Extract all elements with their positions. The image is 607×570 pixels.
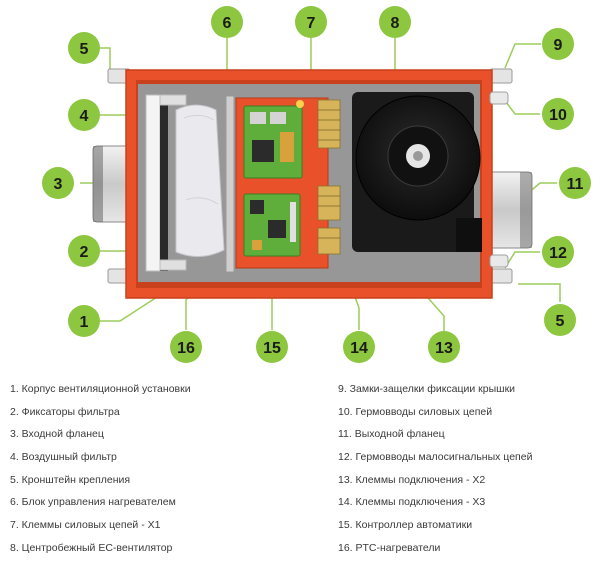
leader-line-10 <box>502 97 540 115</box>
legend-item: 7. Клеммы силовых цепей - X1 <box>10 519 161 532</box>
cable-glands <box>489 91 509 268</box>
callout-12: 12 <box>542 236 574 268</box>
callout-5a: 5 <box>68 32 100 64</box>
callout-13: 13 <box>428 331 460 363</box>
svg-text:13: 13 <box>435 340 453 357</box>
leader-line-12 <box>504 251 540 269</box>
callout-14: 14 <box>343 331 375 363</box>
legend-item: 13. Клеммы подключения - X2 <box>338 473 486 486</box>
callout-1: 1 <box>68 305 100 337</box>
callout-7: 7 <box>295 6 327 38</box>
terminal-block-x1 <box>317 99 341 149</box>
leader-line-5b <box>518 283 561 302</box>
svg-text:12: 12 <box>549 245 567 262</box>
svg-text:10: 10 <box>549 107 567 124</box>
outlet-flange <box>485 171 533 249</box>
leader-line-5a <box>100 47 122 71</box>
terminal-block-x2 <box>317 185 341 221</box>
callout-6: 6 <box>211 6 243 38</box>
svg-text:15: 15 <box>263 340 281 357</box>
callout-4: 4 <box>68 99 100 131</box>
callout-16: 16 <box>170 331 202 363</box>
svg-text:9: 9 <box>554 37 563 54</box>
callout-11: 11 <box>559 167 591 199</box>
svg-text:8: 8 <box>391 15 400 32</box>
svg-text:14: 14 <box>350 340 368 357</box>
legend: 1. Корпус вентиляционной установки 2. Фи… <box>0 378 607 570</box>
legend-item: 8. Центробежный ЕС-вентилятор <box>10 541 173 554</box>
legend-item: 1. Корпус вентиляционной установки <box>10 383 191 395</box>
legend-item: 11. Выходной фланец <box>338 428 445 441</box>
legend-column-right: 9. Замки-защелки фиксации крышки 10. Гер… <box>338 378 532 560</box>
terminal-strip-lines <box>318 109 340 239</box>
terminal-block-x3 <box>317 227 341 255</box>
legend-item: 10. Гермовводы силовых цепей <box>338 405 493 418</box>
legend-item: 2. Фиксаторы фильтра <box>10 405 120 418</box>
terminal-strips <box>317 99 341 255</box>
svg-text:6: 6 <box>223 15 232 32</box>
svg-text:5: 5 <box>80 41 89 58</box>
svg-text:11: 11 <box>567 176 584 193</box>
svg-text:16: 16 <box>177 340 195 357</box>
callout-5b: 5 <box>544 304 576 336</box>
legend-item: 6. Блок управления нагревателем <box>10 496 176 509</box>
legend-item: 15. Контроллер автоматики <box>338 519 473 532</box>
ventilation-unit-diagram: 1 2 3 4 5 5 6 7 8 9 10 11 12 13 14 15 16 <box>42 6 591 363</box>
leader-line-9 <box>504 43 541 69</box>
svg-text:5: 5 <box>556 313 565 330</box>
legend-item: 16. PTC-нагреватели <box>338 541 441 554</box>
svg-text:3: 3 <box>54 176 63 193</box>
inlet-flange <box>92 145 134 223</box>
callout-2: 2 <box>68 235 100 267</box>
legend-item: 14. Клеммы подключения - X3 <box>338 496 486 509</box>
mounting-brackets <box>107 68 513 284</box>
svg-text:4: 4 <box>80 108 89 125</box>
callout-9: 9 <box>542 28 574 60</box>
callout-10: 10 <box>542 98 574 130</box>
svg-text:2: 2 <box>80 244 89 261</box>
callout-3: 3 <box>42 167 74 199</box>
callout-badges: 1 2 3 4 5 5 6 7 8 9 10 11 12 13 14 15 16 <box>42 6 591 363</box>
callout-15: 15 <box>256 331 288 363</box>
air-filter <box>175 104 225 257</box>
legend-item: 9. Замки-защелки фиксации крышки <box>338 383 516 395</box>
callout-8: 8 <box>379 6 411 38</box>
centrifugal-ec-fan <box>352 92 482 252</box>
legend-item: 3. Входной фланец <box>10 428 104 441</box>
svg-text:1: 1 <box>80 314 89 331</box>
legend-item: 5. Кронштейн крепления <box>10 473 131 486</box>
legend-item: 12. Гермовводы малосигнальных цепей <box>338 451 533 464</box>
legend-column-left: 1. Корпус вентиляционной установки 2. Фи… <box>10 378 191 560</box>
automation-controller-board <box>243 193 301 257</box>
svg-text:7: 7 <box>307 15 316 32</box>
legend-item: 4. Воздушный фильтр <box>10 451 117 464</box>
filter-frame <box>145 94 187 272</box>
ptc-heater <box>225 95 235 273</box>
